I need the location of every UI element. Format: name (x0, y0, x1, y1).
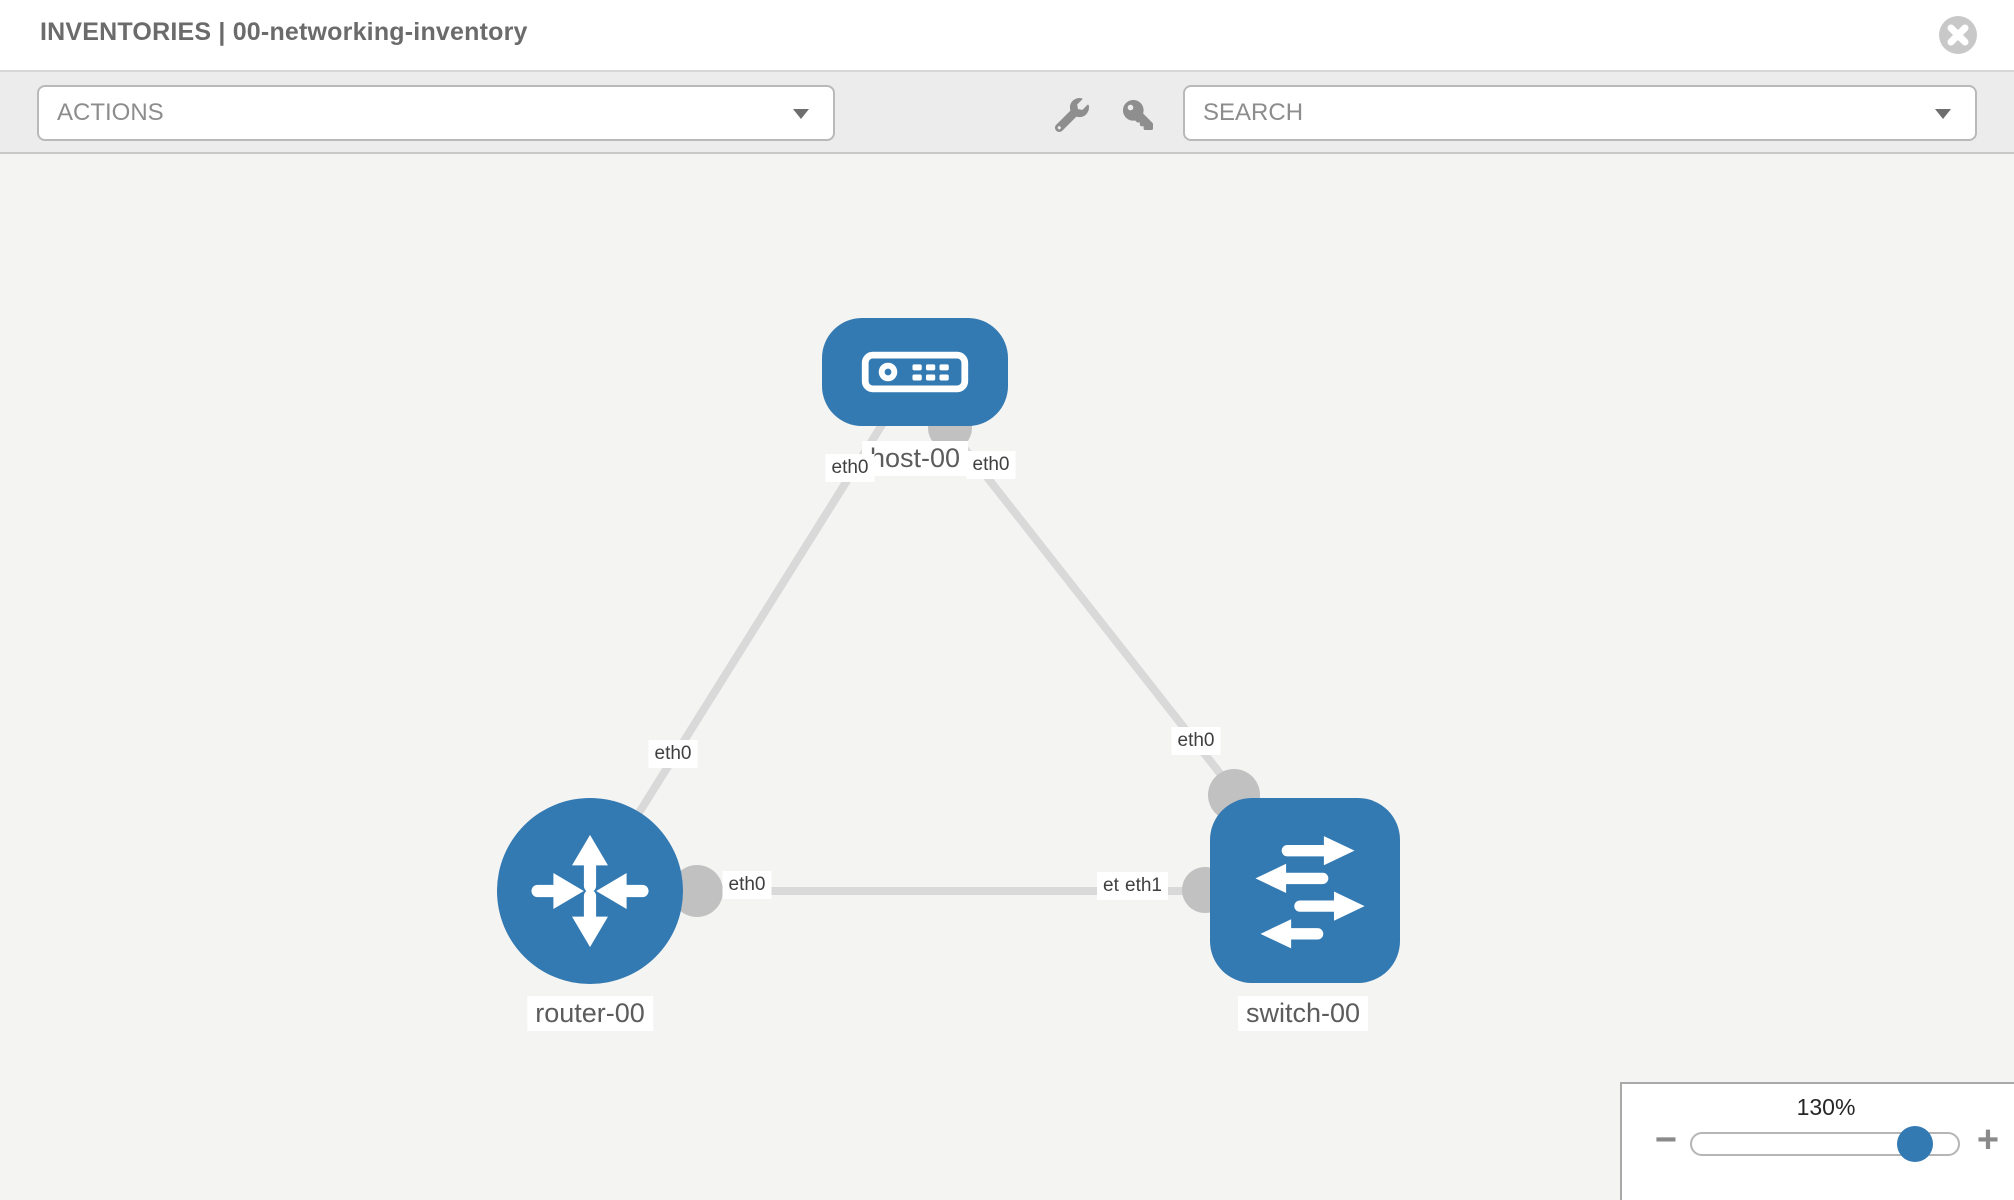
interface-dot-router-eth0 (671, 865, 723, 917)
zoom-out-button[interactable]: − (1654, 1119, 1678, 1161)
tools-button[interactable] (1052, 96, 1092, 136)
header: INVENTORIES | 00-networking-inventory (0, 0, 2014, 72)
node-label-router: router-00 (527, 996, 653, 1031)
node-host-00[interactable] (822, 318, 1008, 426)
zoom-level: 130% (1796, 1094, 1856, 1120)
interface-label-router-eth0-top: eth0 (648, 740, 698, 768)
page-title: INVENTORIES | 00-networking-inventory (40, 18, 528, 46)
caret-down-icon (1935, 109, 1951, 119)
node-label-switch: switch-00 (1237, 996, 1369, 1031)
switch-arrows-icon (1255, 835, 1365, 948)
topology-canvas[interactable]: host-00 router-00 switch-00 eth0 eth0 et… (0, 154, 2014, 1200)
actions-dropdown[interactable]: ACTIONS (37, 85, 835, 141)
key-icon (1123, 99, 1153, 130)
caret-down-icon (793, 109, 809, 119)
interface-label-host-eth0-right: eth0 (966, 451, 1016, 479)
topology-graph (586, 369, 1305, 917)
close-button[interactable] (1938, 15, 1978, 55)
credentials-button[interactable] (1118, 96, 1158, 136)
interface-label-switch-eth1: eth1 (1119, 872, 1168, 900)
node-router-00[interactable] (497, 798, 683, 984)
interface-label-host-eth0-left: eth0 (825, 454, 875, 482)
wrench-icon (1054, 97, 1089, 132)
search-dropdown[interactable]: SEARCH (1183, 85, 1977, 141)
router-arrows-icon (531, 834, 649, 948)
close-icon (1939, 16, 1977, 54)
node-label-host: host-00 (861, 441, 969, 476)
zoom-in-button[interactable]: + (1976, 1119, 2000, 1161)
server-icon (861, 351, 969, 393)
toolbar: ACTIONS SEARCH (0, 72, 2014, 154)
actions-dropdown-label: ACTIONS (57, 99, 164, 126)
zoom-control-panel: 130% − + (1620, 1082, 2014, 1200)
interface-label-router-eth0-side: eth0 (722, 871, 772, 899)
search-dropdown-label: SEARCH (1203, 99, 1304, 126)
interface-label-switch-eth0-top: eth0 (1171, 727, 1221, 755)
zoom-slider-handle[interactable] (1897, 1126, 1933, 1162)
node-switch-00[interactable] (1210, 798, 1400, 983)
zoom-slider-track[interactable] (1690, 1126, 1960, 1162)
